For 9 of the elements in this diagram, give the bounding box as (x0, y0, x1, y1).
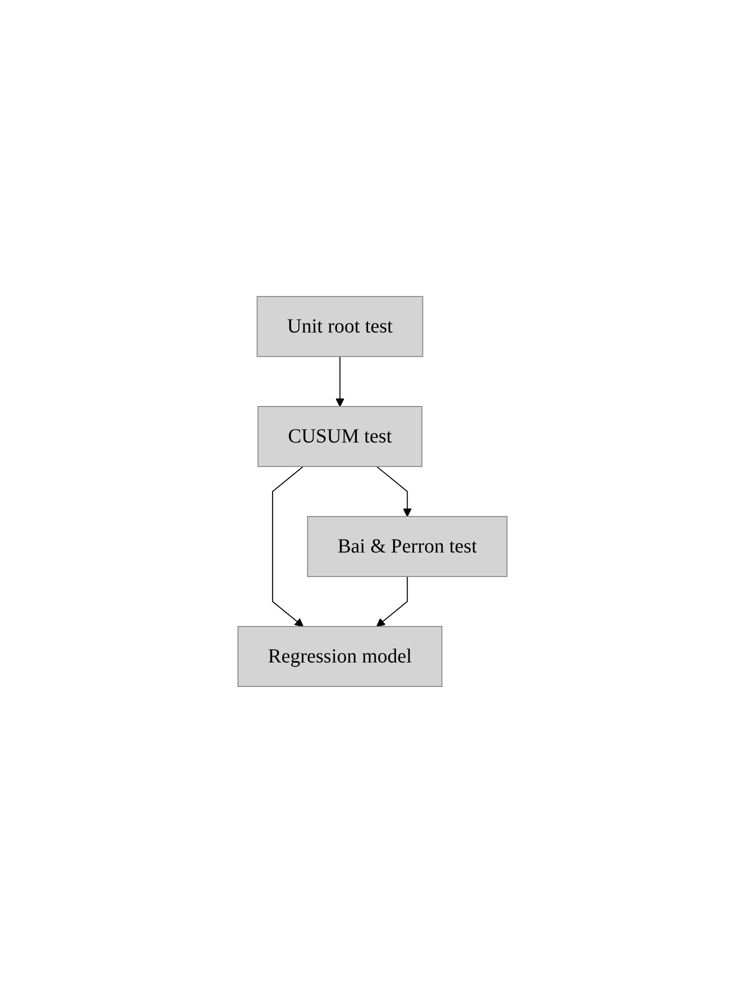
node-box (307, 516, 508, 577)
node-box (237, 626, 442, 687)
arrow (272, 466, 304, 627)
arrow (376, 576, 408, 627)
arrow (376, 466, 412, 517)
arrow (336, 356, 344, 407)
flowchart-drawing: Unit root test CUSUM test Bai & Perron test Regression model (230, 0, 515, 983)
node-box (256, 296, 424, 357)
node-box (257, 406, 422, 467)
